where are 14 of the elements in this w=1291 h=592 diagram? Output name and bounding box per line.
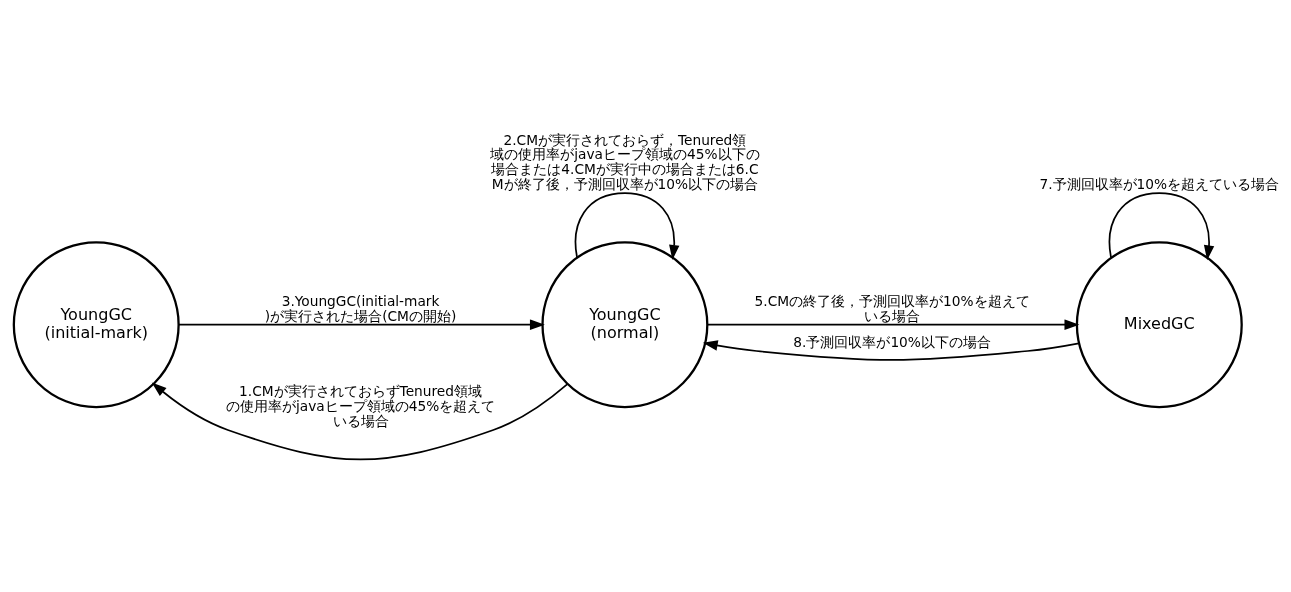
- edge-label: 7.予測回収率が10%を超えている場合: [1039, 175, 1280, 192]
- edge-label: 2.CMが実行されておらず，Tenured領域の使用率がjavaヒープ領域の45%以下の場合または4.CMが実行中の場合または6.CMが終了後，予測回収率が10%以下の場合: [490, 131, 760, 192]
- node-circle: MixedGC: [1075, 240, 1243, 408]
- arrow: [1108, 191, 1215, 260]
- edge-label: 1.CMが実行されておらずTenured領域の使用率がjavaヒープ領域の45%を超えている場合: [225, 382, 496, 429]
- arrow: [706, 318, 1080, 330]
- edge-label: 5.CMの終了後，予測回収率が10%を超えている場合: [754, 292, 1030, 324]
- arrow: [177, 318, 545, 330]
- arrow: [574, 191, 680, 260]
- node-circle: YoungGC (initial-mark): [12, 240, 180, 408]
- arrow: [151, 381, 569, 460]
- arrow: [702, 339, 1080, 361]
- edge-label: 8.予測回収率が10%以下の場合: [793, 333, 991, 350]
- edge-label: 3.YoungGC(initial-mark)が実行された場合(CMの開始): [264, 292, 457, 324]
